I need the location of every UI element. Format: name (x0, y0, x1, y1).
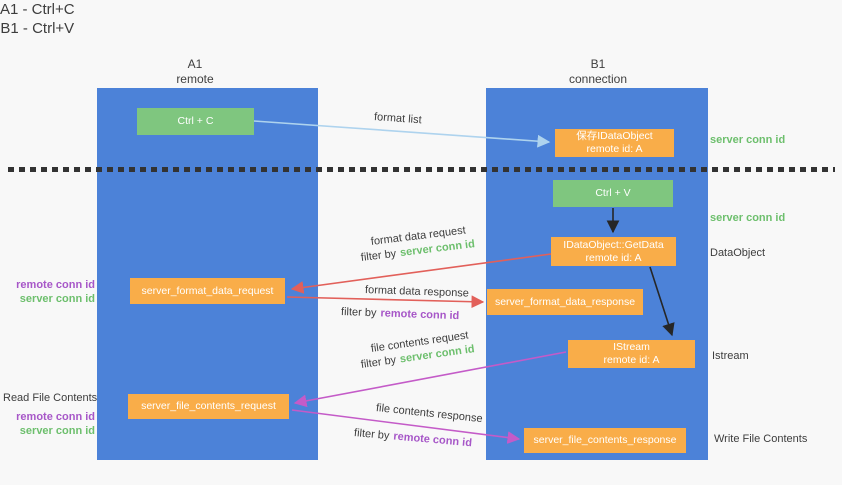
filter-by-text-4: filter by (353, 427, 390, 443)
getdata-to-istream-arrow (649, 266, 675, 337)
save-dataobject-line1: 保存IDataObject (576, 130, 653, 142)
istream-side-label: Istream (712, 350, 749, 362)
write-file-contents-label: Write File Contents (714, 433, 808, 445)
remote-conn-id-format-label: remote conn id (16, 279, 95, 291)
server-file-contents-request-node: server_file_contents_request (128, 394, 289, 419)
read-file-contents-label: Read File Contents (3, 392, 98, 404)
remote-conn-id-file-label: remote conn id (16, 411, 95, 423)
getdata-line2: remote id: A (585, 251, 642, 264)
filter-value-remote-conn-id-1: remote conn id (380, 307, 460, 323)
filter-by-text-2: filter by (340, 306, 377, 320)
ctrl-c-node: Ctrl + C (137, 108, 254, 135)
diagram-title: A1 - Ctrl+C B1 - Ctrl+V (0, 0, 75, 38)
lane-b1-subtitle: connection (568, 72, 628, 86)
file-conn-id-group: remote conn id server conn id (5, 410, 95, 438)
lane-b1-name: B1 (590, 57, 606, 71)
file-contents-request-arrow (293, 351, 567, 408)
ctrl-c-label: Ctrl + C (177, 115, 214, 127)
server-format-data-request-label: server_format_data_request (141, 284, 274, 297)
server-file-contents-response-label: server_file_contents_response (533, 434, 677, 446)
title-line-2: B1 - Ctrl+V (0, 20, 75, 37)
lane-header-a1: A1 remote (95, 57, 295, 87)
save-dataobject-node: 保存IDataObject remote id: A (555, 129, 674, 157)
istream-node: IStream remote id: A (568, 340, 695, 368)
ctrl-v-node: Ctrl + V (553, 180, 673, 207)
istream-line1: IStream (613, 341, 650, 353)
server-conn-id-mid-label: server conn id (710, 212, 786, 224)
server-conn-id-format-label: server conn id (19, 293, 95, 305)
server-format-data-response-label: server_format_data_response (494, 295, 636, 308)
server-conn-id-file-label: server conn id (19, 425, 95, 437)
lane-a1-subtitle: remote (176, 72, 214, 86)
server-format-data-request-node: server_format_data_request (130, 278, 285, 304)
lane-a1-name: A1 (187, 57, 203, 71)
lane-header-b1: B1 connection (498, 57, 698, 87)
title-line-1: A1 - Ctrl+C (0, 1, 75, 18)
istream-line2: remote id: A (603, 354, 660, 366)
server-conn-id-top-label: server conn id (710, 134, 786, 146)
getdata-line1: IDataObject::GetData (563, 238, 664, 251)
format-conn-id-group: remote conn id server conn id (5, 278, 95, 306)
getdata-node: IDataObject::GetData remote id: A (551, 237, 676, 266)
dotted-divider-line (8, 167, 835, 172)
file-contents-response-arrow (291, 409, 521, 444)
format-data-request-arrow (290, 253, 552, 294)
dataobject-label: DataObject (710, 247, 766, 259)
format-list-arrow (253, 120, 551, 148)
save-dataobject-line2: remote id: A (586, 143, 643, 155)
server-format-data-response-node: server_format_data_response (487, 289, 643, 315)
server-file-contents-response-node: server_file_contents_response (524, 428, 686, 453)
server-file-contents-request-label: server_file_contents_request (141, 400, 276, 412)
ctrl-v-label: Ctrl + V (595, 187, 631, 199)
format-data-response-arrow (286, 295, 485, 309)
